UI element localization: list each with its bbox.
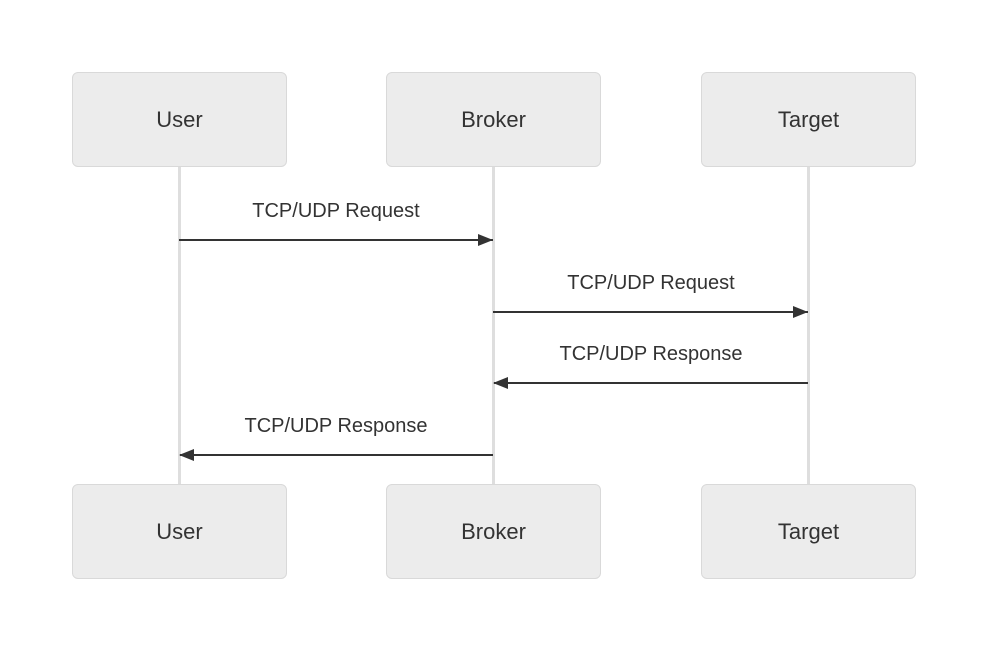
actor-label-user: User: [156, 106, 203, 132]
actor-box-target-top: Target: [701, 72, 916, 167]
message-label-broker-to-user: TCP/UDP Response: [244, 415, 428, 437]
actor-label-broker: Broker: [461, 518, 526, 544]
message-line-user-to-broker: [179, 239, 493, 241]
lifeline-user: [178, 167, 181, 484]
lifeline-broker: [492, 167, 495, 484]
message-label-target-to-broker: TCP/UDP Response: [559, 343, 743, 365]
arrowhead-right-icon: [478, 234, 493, 246]
message-line-target-to-broker: [494, 382, 808, 384]
actor-box-user-bottom: User: [72, 484, 287, 579]
actor-box-user-top: User: [72, 72, 287, 167]
actor-box-broker-bottom: Broker: [386, 484, 601, 579]
message-line-broker-to-user: [180, 454, 493, 456]
message-label-broker-to-target: TCP/UDP Request: [567, 272, 735, 294]
actor-box-target-bottom: Target: [701, 484, 916, 579]
actor-label-target: Target: [777, 518, 840, 544]
message-line-broker-to-target: [493, 311, 808, 313]
lifeline-target: [807, 167, 810, 484]
actor-label-broker: Broker: [461, 106, 526, 132]
message-label-user-to-broker: TCP/UDP Request: [252, 200, 420, 222]
actor-label-user: User: [156, 518, 203, 544]
arrowhead-left-icon: [179, 449, 194, 461]
actor-label-target: Target: [777, 106, 840, 132]
arrowhead-right-icon: [793, 306, 808, 318]
arrowhead-left-icon: [493, 377, 508, 389]
actor-box-broker-top: Broker: [386, 72, 601, 167]
